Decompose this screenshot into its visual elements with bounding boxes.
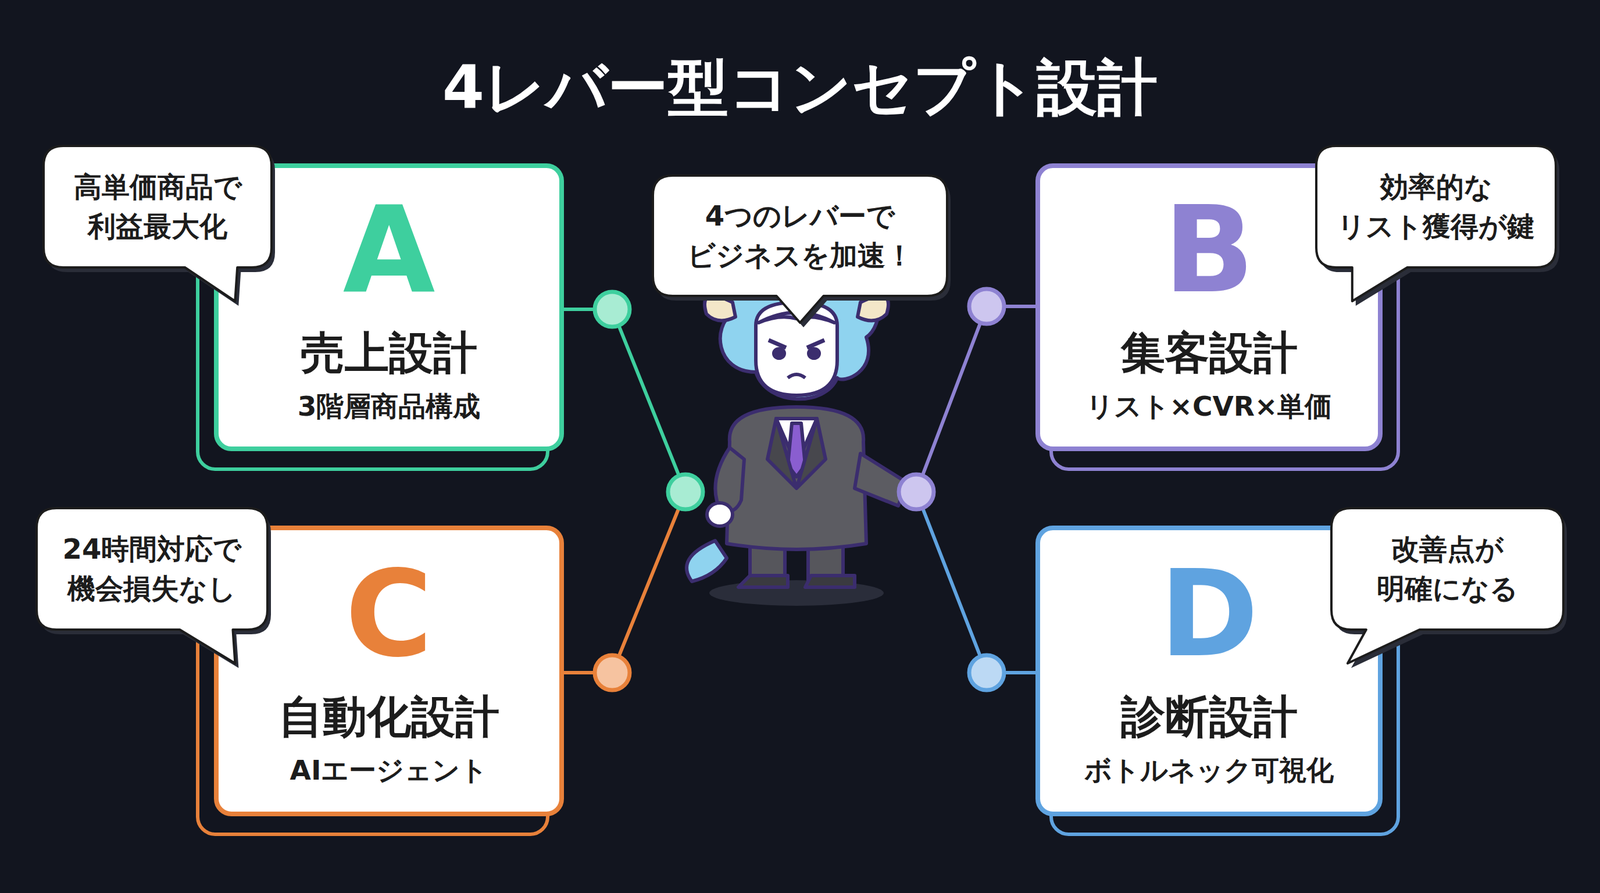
connector-dot [969,655,1005,691]
card-letter: B [1163,190,1255,310]
bubble-shape [1316,145,1556,302]
bubble-shape [36,508,268,664]
bubble-shape [1331,508,1564,664]
speech-bubble: 24時間対応で 機会損失なし [36,508,268,630]
leader-line [563,309,686,492]
speech-bubble: 4つのレバーで ビジネスを加速！ [652,175,948,296]
bubble-shape [43,145,272,302]
bubble-text: 効率的な リスト獲得が鍵 [1337,167,1535,246]
bubble-outline [36,508,268,630]
bubble-outline [1331,508,1564,630]
bubble-outline [43,145,272,268]
speech-bubble: 効率的な リスト獲得が鍵 [1316,145,1556,268]
bubble-outline [1316,145,1556,268]
leader-line [916,491,1036,673]
bubble-text: 4つのレバーで ビジネスを加速！ [687,196,914,275]
diagram-title: 4レバー型コンセプト設計 [0,51,1600,124]
card-subtitle: 3階層商品構成 [297,389,481,424]
connector-dot [969,288,1005,324]
connector-dot [594,291,630,327]
connector-dot [668,474,703,510]
speech-bubble: 高単価商品で 利益最大化 [43,145,272,268]
bubble-text: 改善点が 明確になる [1376,529,1519,608]
card-subtitle: リスト×CVR×単価 [1086,389,1333,424]
bubble-text: 24時間対応で 機会損失なし [62,529,242,608]
card-subtitle: ボトルネック可視化 [1084,753,1334,788]
card-letter: D [1159,554,1259,674]
bubble-shadow [40,512,271,669]
card-title: 診断設計 [1120,690,1298,744]
bubble-text: 高単価商品で 利益最大化 [73,167,242,246]
card-letter: A [343,190,436,310]
leader-line [916,306,1036,492]
card-subtitle: AIエージェント [290,753,489,788]
card-title: 売上設計 [300,326,478,380]
connector-dot [594,655,630,691]
connector-dot [898,474,934,510]
card-title: 集客設計 [1120,326,1298,380]
bubble-shape [652,175,948,323]
speech-bubble: 改善点が 明確になる [1331,508,1564,630]
leader-line [563,491,686,673]
card-letter: C [345,554,433,674]
bubble-outline [652,175,948,296]
card-title: 自動化設計 [278,690,500,744]
